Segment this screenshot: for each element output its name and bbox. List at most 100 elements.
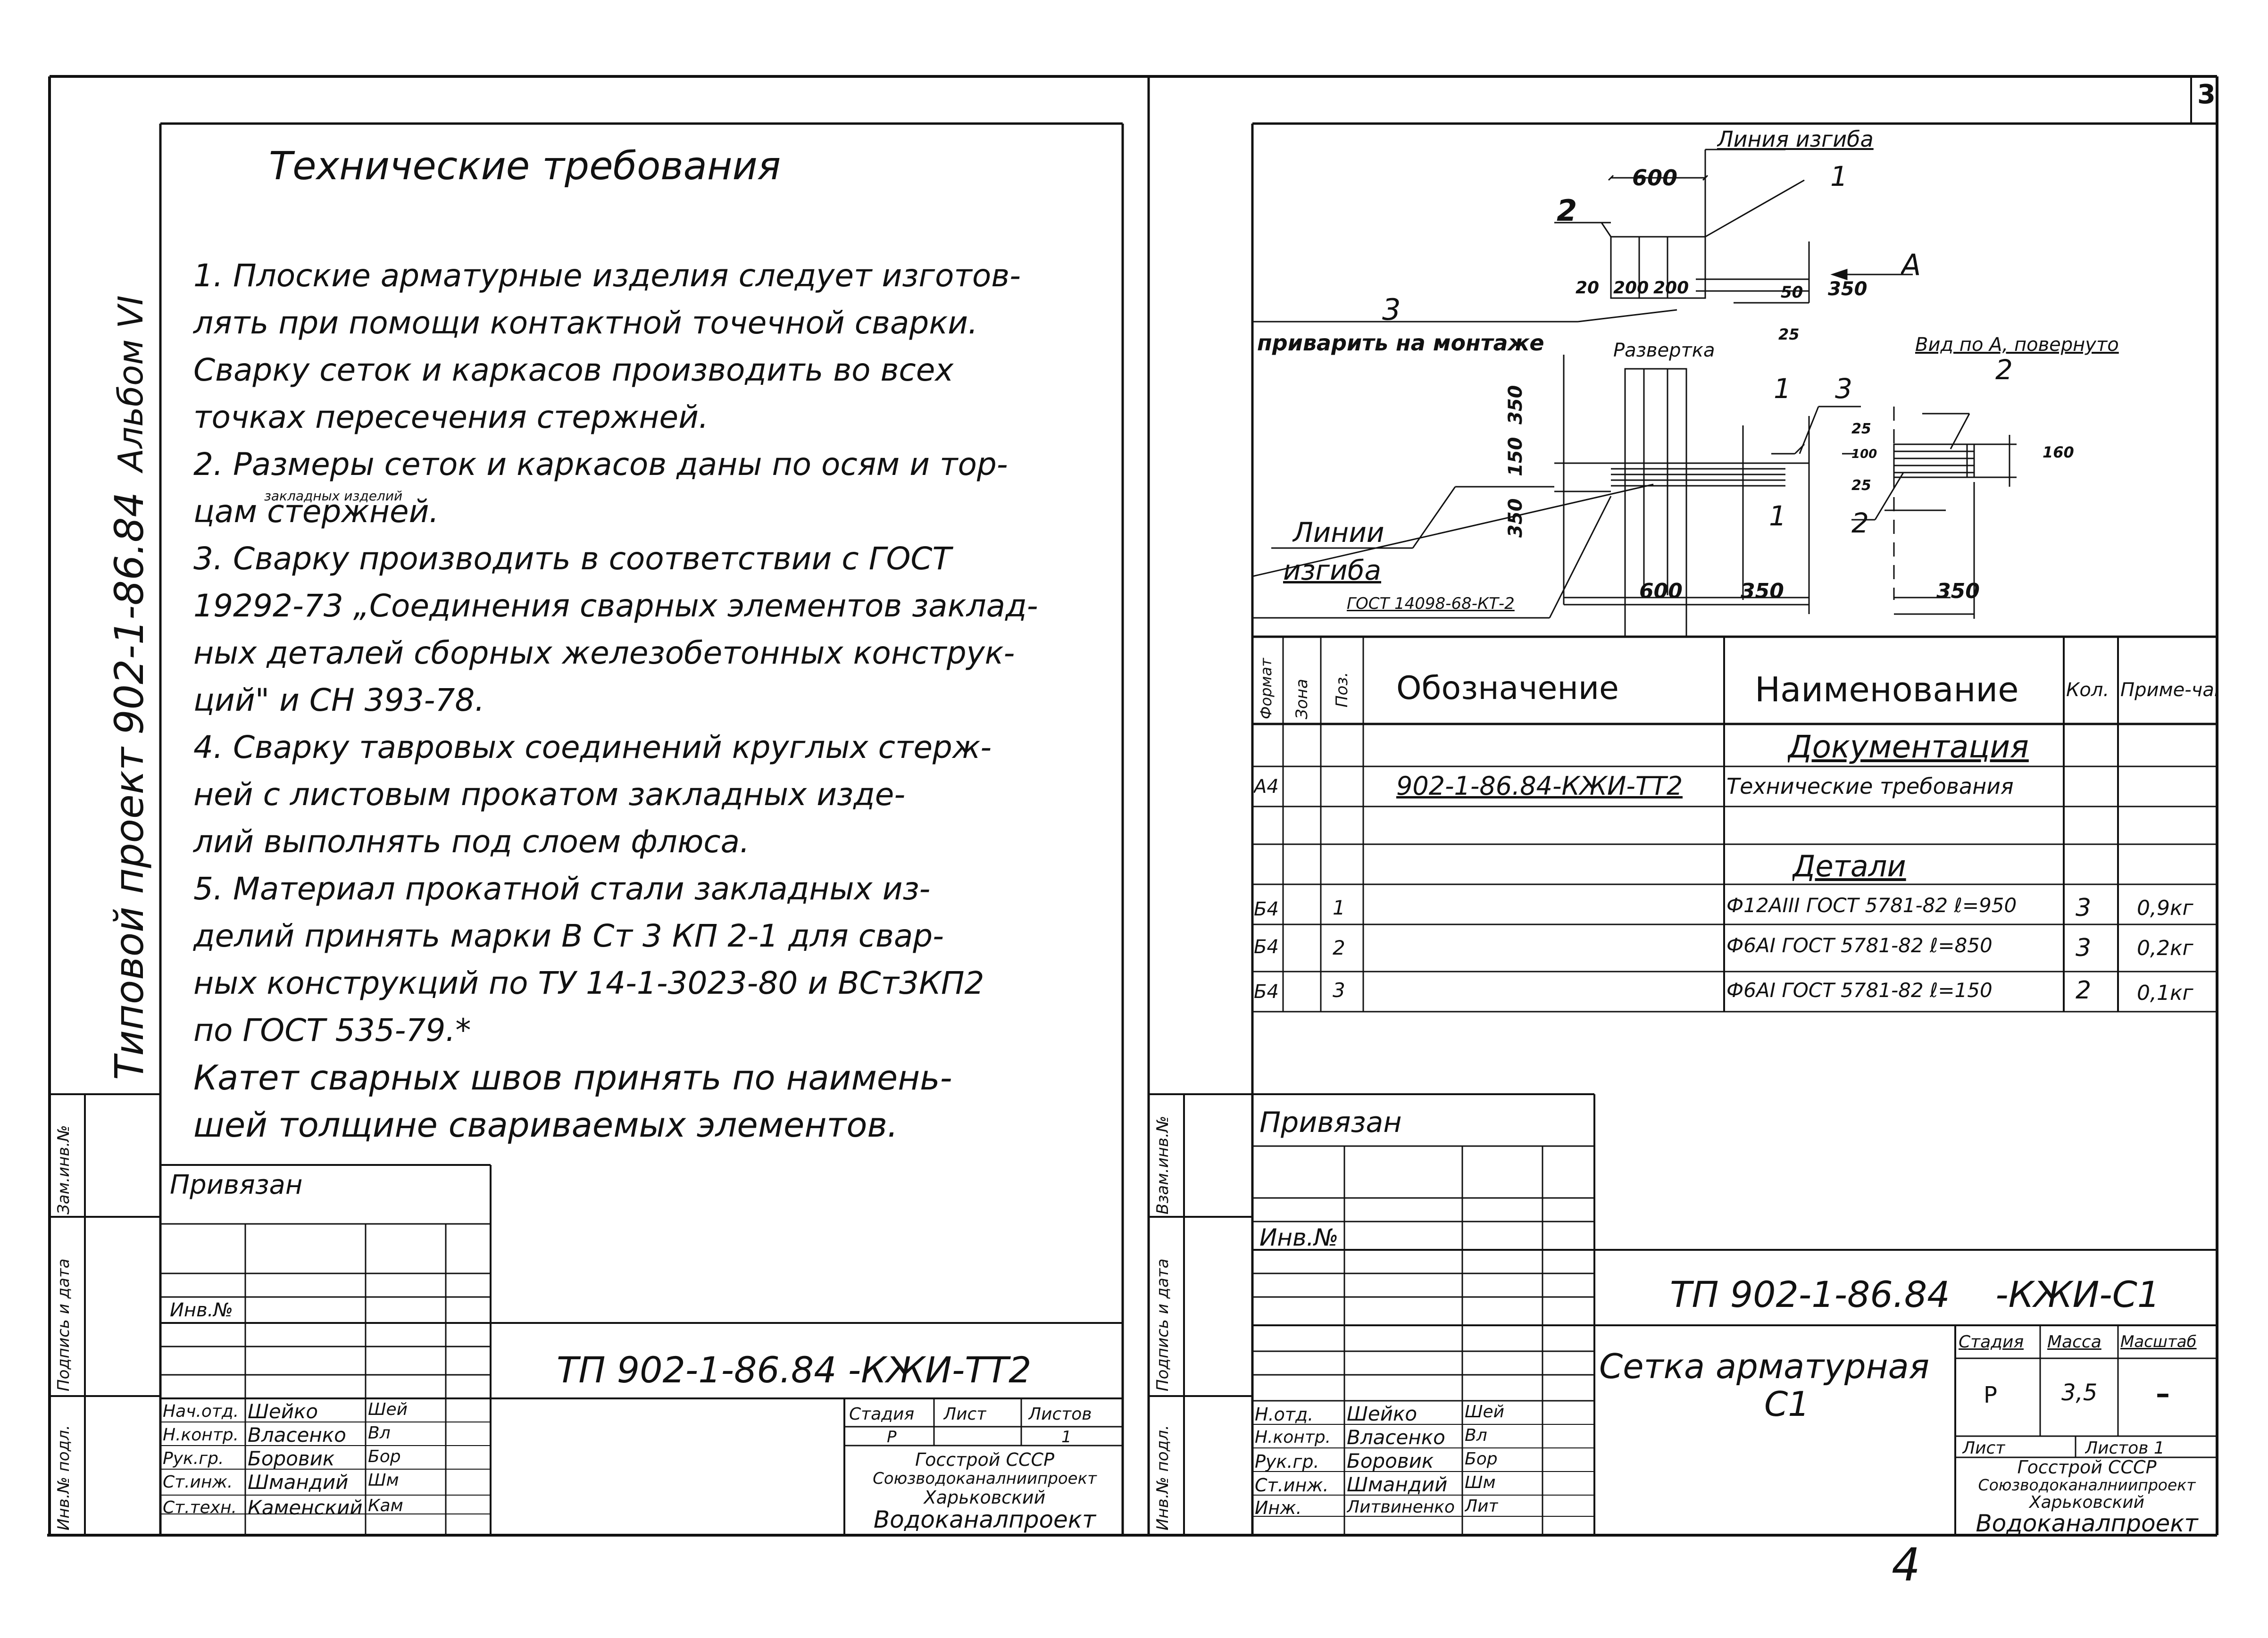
spec-h-kol: Кол.: [2066, 679, 2110, 701]
top-mesh-outline: [1610, 236, 1706, 299]
right-sig-sign-5: Лит: [1465, 1497, 1499, 1516]
right-sig-sign-2: Вл: [1465, 1426, 1487, 1445]
req-line-6: цам стержней.: [193, 493, 439, 530]
album-label: Альбом VI: [111, 295, 150, 472]
spec-section-details: Детали: [1793, 849, 1906, 883]
right-org-line-2: Союзводоканалниипроект: [1978, 1476, 2196, 1494]
req-line-19: шей толщине свариваемых элементов.: [193, 1105, 898, 1145]
spec-row3-pos: 2: [1333, 936, 1345, 959]
binding-zam-inv: Зам.инв.№: [54, 1125, 73, 1214]
right-sig-name-5: Литвиненко: [1347, 1497, 1455, 1517]
right-inv-no: Инв.№: [1259, 1224, 1339, 1251]
dim-25-a: 25: [1778, 325, 1800, 343]
req-line-18: Катет сварных швов принять по наимень-: [193, 1058, 952, 1098]
req-line-11: 4. Сварку тавровых соединений круглых ст…: [193, 729, 992, 765]
left-privyazan: Привязан: [170, 1170, 303, 1200]
req-line-2: лять при помощи контактной точечной свар…: [193, 305, 978, 341]
spec-row3-qty: 3: [2076, 934, 2092, 962]
right-stamp-v-massa: 3,5: [2061, 1380, 2098, 1406]
left-stamp-h-listov: Листов: [1028, 1405, 1092, 1424]
dim-25-c: 25: [1851, 477, 1871, 494]
left-stamp-v-list: 1: [1061, 1428, 1072, 1447]
req-line-9: ных деталей сборных железобетонных конст…: [193, 635, 1015, 671]
left-org-line-4: Водоканалпроект: [873, 1506, 1096, 1533]
req-line-13: лий выполнять под слоем флюса.: [193, 823, 750, 860]
right-sig-role-5: Инж.: [1255, 1497, 1302, 1518]
label-vid-po-a: Вид по А, повернуто: [1915, 334, 2119, 356]
left-inv-no: Инв.№: [170, 1299, 233, 1321]
spec-row2-note: 0,9кг: [2137, 896, 2193, 920]
dim-350-b: 350: [1505, 385, 1526, 425]
item-name-line1: Сетка арматурная: [1599, 1347, 1930, 1386]
left-stamp-h-stadiya: Стадия: [849, 1405, 915, 1424]
right-sig-name-2: Власенко: [1347, 1426, 1445, 1449]
dim-350-e: 350: [1936, 579, 1980, 603]
spec-row1-designation: 902-1-86.84-КЖИ-ТТ2: [1396, 771, 1683, 801]
req-line-10: ций" и СН 393-78.: [193, 682, 485, 718]
spec-row4-qty: 2: [2076, 976, 2092, 1005]
spec-h-primechanie: Приме-чание: [2120, 679, 2217, 701]
right-sig-role-4: Ст.инж.: [1255, 1475, 1329, 1496]
right-sig-name-3: Боровик: [1347, 1449, 1434, 1472]
left-sig-role-3: Рук.гр.: [163, 1449, 224, 1468]
section-view-outline: [1893, 443, 1975, 478]
spec-row1-format: А4: [1254, 776, 1279, 798]
pos-label-2-vid: 2: [1995, 354, 2013, 386]
left-org-line-3: Харьковский: [924, 1487, 1046, 1508]
left-sig-role-4: Ст.инж.: [163, 1472, 233, 1492]
left-stamp-h-list: Лист: [943, 1405, 987, 1424]
right-org-line-3: Харьковский: [2029, 1493, 2145, 1512]
label-linia-izgiba: Линия изгиба: [1717, 126, 1874, 152]
dim-160: 160: [2043, 443, 2074, 461]
right-stamp-h-stadiya: Стадия: [1959, 1332, 2024, 1352]
left-sig-role-1: Нач.отд.: [163, 1402, 239, 1421]
right-sig-name-1: Шейко: [1347, 1402, 1418, 1425]
right-org-line-1: Госстрой СССР: [2017, 1457, 2157, 1478]
spec-row2-name: Ф12АIII ГОСТ 5781-82 ℓ=950: [1726, 894, 2017, 917]
left-stamp-org: Госстрой СССР Союзводоканалниипроект Хар…: [847, 1450, 1123, 1532]
req-line-5: 2. Размеры сеток и каркасов даны по осям…: [193, 446, 1008, 482]
right-stamp-org: Госстрой СССР Союзводоканалниипроект Хар…: [1957, 1458, 2217, 1536]
binding-inv-podl: Инв.№ подл.: [54, 1425, 73, 1530]
spec-h-naimenovanie: Наименование: [1755, 670, 2019, 709]
right-sig-role-3: Рук.гр.: [1255, 1451, 1319, 1472]
right-stamp-listov: Листов 1: [2085, 1438, 2165, 1458]
left-sig-role-5: Ст.техн.: [163, 1498, 237, 1517]
dim-350-d: 350: [1741, 579, 1784, 603]
requirements-title: Технические требования: [269, 144, 781, 189]
pos-label-2-bot: 1: [1769, 500, 1786, 532]
spec-row3-name: Ф6АI ГОСТ 5781-82 ℓ=850: [1726, 934, 1993, 957]
requirements-text: 1. Плоские арматурные изделия следует из…: [193, 252, 1118, 1148]
dim-600-b: 600: [1639, 579, 1683, 603]
left-sig-sign-2: Вл: [368, 1423, 391, 1443]
left-org-line-2: Союзводоканалниипроект: [873, 1469, 1097, 1488]
left-sig-name-4: Шмандий: [248, 1471, 349, 1494]
page-corner-number: 3: [2197, 79, 2216, 110]
req-line-17: по ГОСТ 535-79.*: [193, 1012, 471, 1048]
item-name-line2: С1: [1764, 1384, 1810, 1424]
dim-600-a: 600: [1632, 165, 1678, 191]
spec-h-oboznachenie: Обозначение: [1396, 670, 1619, 707]
right-sig-sign-3: Бор: [1465, 1449, 1498, 1469]
label-privarit: приварить на монтаже: [1257, 330, 1544, 356]
pos-label-2-top: 2: [1557, 193, 1577, 228]
rebar-mesh-drawing: [1252, 149, 2017, 637]
dim-200-a: 200: [1613, 278, 1649, 298]
right-stamp-v-masshtab: –: [2156, 1377, 2170, 1410]
left-doc-code: ТП 902-1-86.84 -КЖИ-ТТ2: [557, 1349, 1032, 1391]
req-line-14: 5. Материал прокатной стали закладных из…: [193, 871, 931, 907]
spec-row2-pos: 1: [1333, 896, 1345, 919]
req-line-16: ных конструкций по ТУ 14-1-3023-80 и ВСт…: [193, 965, 984, 1001]
label-gost-kt: ГОСТ 14098-68-КТ-2: [1347, 594, 1515, 613]
spec-row3-note: 0,2кг: [2137, 936, 2193, 960]
right-stamp-h-masshtab: Масштаб: [2120, 1332, 2197, 1351]
pos-label-1-mid: 1: [1774, 373, 1791, 405]
arrow-label-a: А: [1901, 248, 1921, 282]
req-line-4: точках пересечения стержней.: [193, 399, 709, 435]
left-sig-name-5: Каменский: [248, 1496, 363, 1519]
dim-50: 50: [1781, 283, 1803, 302]
req-line-8: 19292-73 „Соединения сварных элементов з…: [193, 588, 1038, 624]
left-sig-sign-5: Кам: [368, 1496, 403, 1515]
spec-row4-pos: 3: [1333, 979, 1345, 1002]
